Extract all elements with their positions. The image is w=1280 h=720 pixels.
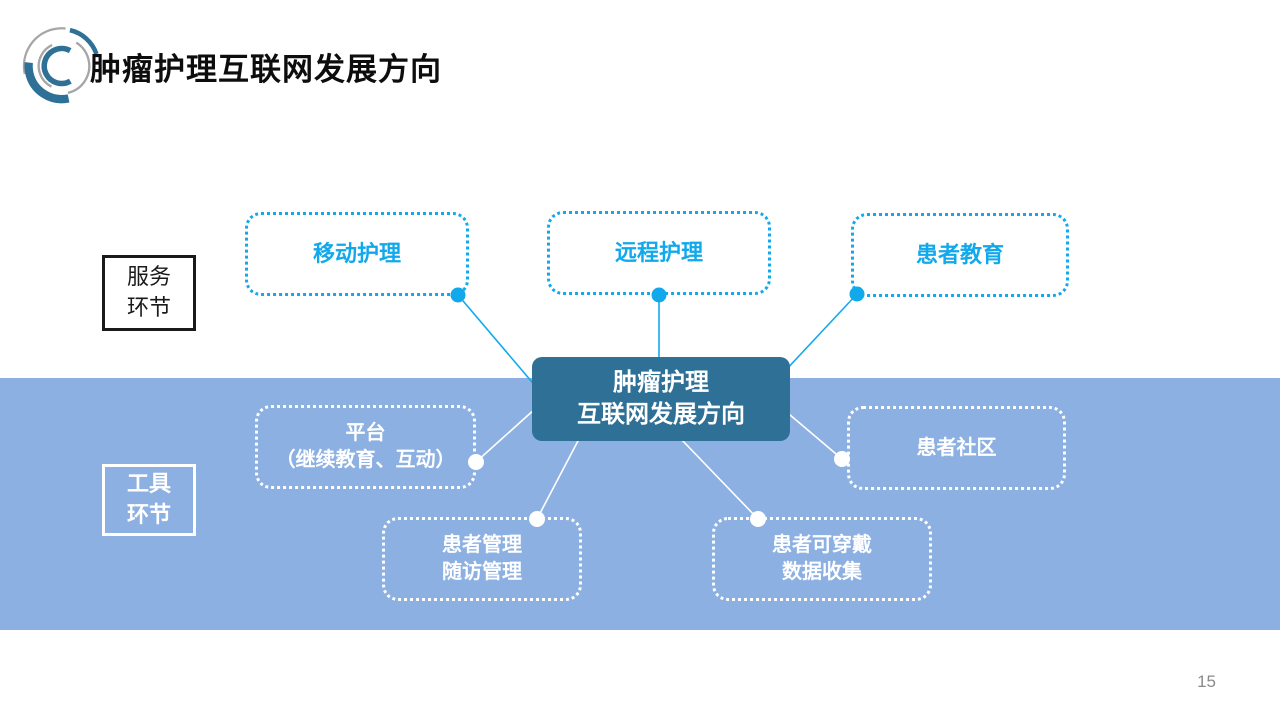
node-central-topic-line2: 互联网发展方向 [577, 401, 745, 428]
node-remote-nursing: 远程护理 [547, 211, 771, 295]
node-central-topic-line1: 肿瘤护理 [613, 368, 709, 396]
node-patient-community: 患者社区 [847, 406, 1066, 490]
service-row-label-line2: 环节 [126, 295, 171, 320]
logo-arcs-icon [22, 26, 101, 106]
tool-row-label-line2: 环节 [126, 502, 171, 527]
node-patient-management: 患者管理 随访管理 [382, 517, 582, 601]
node-wearable-data: 患者可穿戴 数据收集 [712, 517, 932, 601]
node-platform-line1: 平台 [345, 422, 386, 444]
node-patient-education-label: 患者教育 [915, 242, 1004, 268]
node-patient-education: 患者教育 [851, 213, 1069, 297]
tool-row-label: 工具 环节 [102, 464, 196, 536]
slide-title: 肿瘤护理互联网发展方向 [90, 52, 442, 87]
service-row-label: 服务 环节 [102, 255, 196, 331]
node-patient-management-line2: 随访管理 [442, 561, 522, 583]
node-mobile-nursing-label: 移动护理 [312, 241, 401, 267]
node-platform-line2: （继续教育、互动） [275, 449, 456, 471]
node-patient-community-line1: 患者社区 [916, 436, 997, 459]
node-wearable-data-line2: 数据收集 [782, 561, 862, 583]
node-remote-nursing-label: 远程护理 [614, 240, 703, 266]
service-row-label-line1: 服务 [126, 264, 171, 290]
node-mobile-nursing: 移动护理 [245, 212, 469, 296]
node-patient-management-line1: 患者管理 [442, 534, 522, 556]
node-wearable-data-line1: 患者可穿戴 [772, 534, 872, 556]
node-platform: 平台 （继续教育、互动） [255, 405, 476, 489]
node-central-topic: 肿瘤护理 互联网发展方向 [532, 357, 790, 441]
page-number: 15 [1197, 672, 1216, 691]
tool-row-label-line1: 工具 [126, 471, 171, 497]
